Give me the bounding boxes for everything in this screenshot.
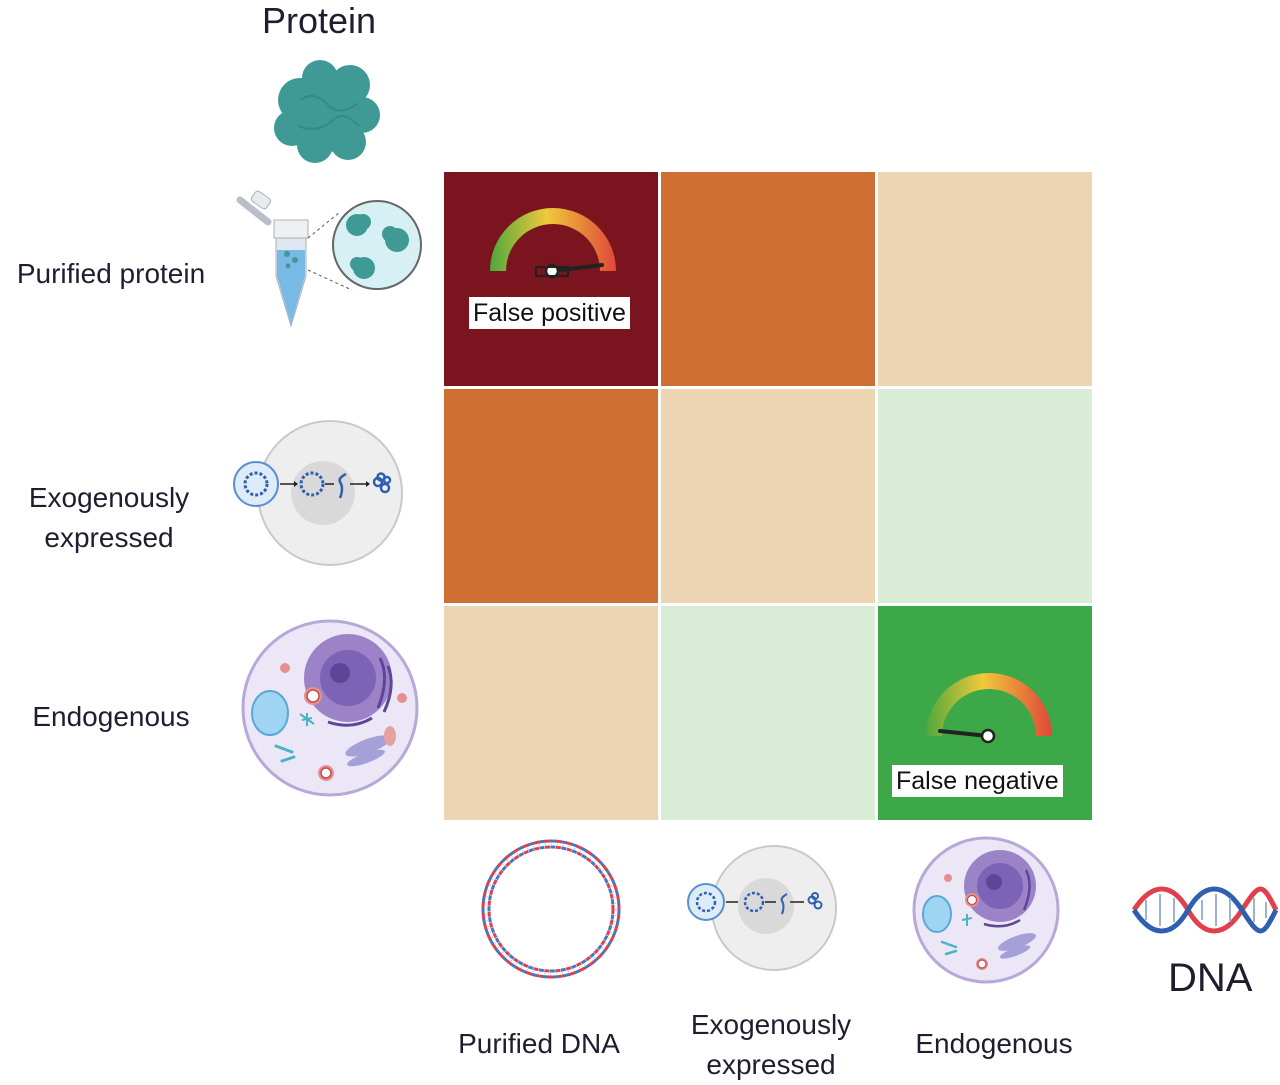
tube-with-protein-icon — [236, 190, 422, 328]
col-label-purified-dna: Purified DNA — [458, 1028, 620, 1059]
cell-purified-protein-endogenous-dna — [878, 172, 1092, 386]
col-label-endogenous: Endogenous — [915, 1028, 1073, 1059]
row-label-line2: expressed — [44, 522, 174, 553]
dna-helix-icon — [1131, 886, 1279, 934]
false-positive-label: False positive — [469, 297, 630, 329]
false-negative-label: False negative — [892, 765, 1063, 797]
cell-with-plasmid-expression-icon — [233, 420, 403, 566]
dna-axis-title: DNA — [1168, 956, 1253, 1000]
col-label-line1: Exogenously — [690, 1009, 852, 1040]
cell-exogenous-protein-exogenous-dna — [661, 389, 875, 603]
row-label-exogenously-expressed: Exogenously expressed — [0, 478, 218, 558]
cell-exogenous-protein-purified-dna — [444, 389, 658, 603]
gauge-low-icon — [926, 673, 1052, 744]
row-label-endogenous: Endogenous — [32, 701, 190, 732]
cell-with-plasmid-expression-icon — [687, 845, 837, 971]
cell-purified-protein-purified-dna — [444, 172, 658, 386]
cell-endogenous-protein-purified-dna — [444, 606, 658, 820]
gauge-high-icon — [490, 208, 616, 279]
cell-purified-protein-exogenous-dna — [661, 172, 875, 386]
row-label-purified-protein: Purified protein — [16, 258, 206, 289]
row-label-line1: Exogenously — [28, 482, 190, 513]
cell-endogenous-protein-exogenous-dna — [661, 606, 875, 820]
protein-axis-title: Protein — [262, 0, 377, 41]
circular-dna-icon — [481, 839, 621, 979]
col-label-exogenously-expressed: Exogenously expressed — [666, 1005, 876, 1085]
col-label-line2: expressed — [706, 1049, 836, 1080]
cell-exogenous-protein-endogenous-dna — [878, 389, 1092, 603]
protein-blob-icon — [274, 60, 380, 163]
eukaryotic-cell-icon — [912, 836, 1060, 984]
eukaryotic-cell-icon — [241, 619, 419, 797]
